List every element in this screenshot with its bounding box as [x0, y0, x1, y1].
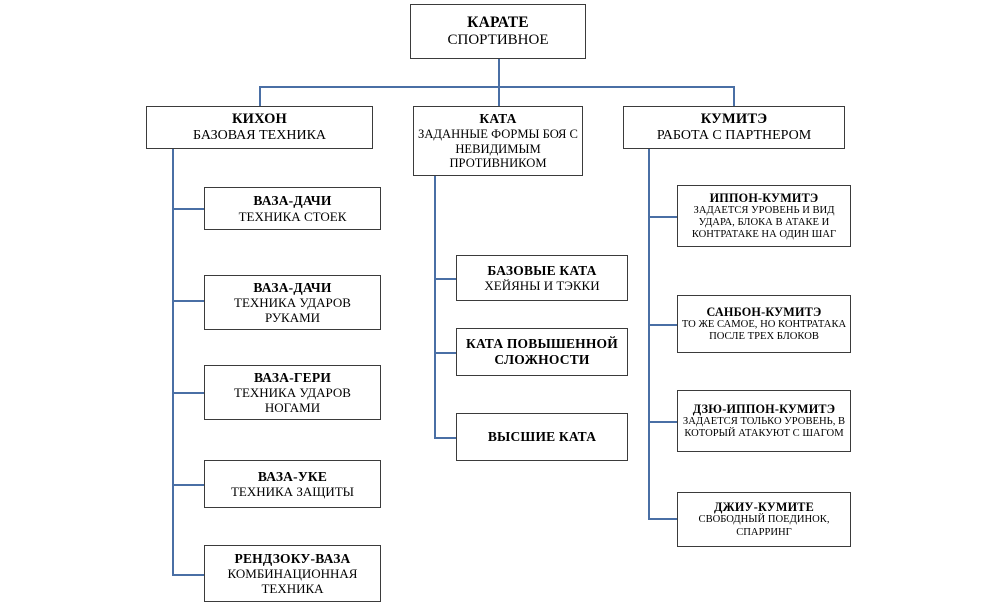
connector-root-to-kumite: [733, 86, 735, 106]
node-title: КАРАТЕ: [467, 13, 529, 31]
connector-kata-spine: [434, 176, 436, 438]
node-title: КАТА: [479, 111, 517, 127]
node-kumite-child-ippon[interactable]: ИППОН-КУМИТЭ ЗАДАЕТСЯ УРОВЕНЬ И ВИД УДАР…: [677, 185, 851, 247]
connector-kihon-child-1: [172, 208, 204, 210]
node-subtitle: РАБОТА С ПАРТНЕРОМ: [656, 127, 812, 143]
node-title: ДЗЮ-ИППОН-КУМИТЭ: [692, 401, 836, 416]
node-kihon[interactable]: КИХОН БАЗОВАЯ ТЕХНИКА: [146, 106, 373, 149]
node-kumite[interactable]: КУМИТЭ РАБОТА С ПАРТНЕРОМ: [623, 106, 845, 149]
node-subtitle: СПОРТИВНОЕ: [447, 31, 549, 48]
node-title: ВАЗА-УКЕ: [257, 468, 328, 484]
node-subtitle: ХЕЙЯНЫ И ТЭККИ: [484, 278, 600, 294]
connector-kihon-spine: [172, 148, 174, 575]
node-title: КУМИТЭ: [700, 110, 768, 127]
node-subtitle: БАЗОВАЯ ТЕХНИКА: [192, 127, 327, 143]
node-title: КИХОН: [231, 110, 288, 127]
node-subtitle: ТЕХНИКА СТОЕК: [238, 208, 347, 224]
connector-kihon-child-5: [172, 574, 204, 576]
node-subtitle: ЗАДАЕТСЯ УРОВЕНЬ И ВИД УДАРА, БЛОКА В АТ…: [691, 204, 837, 241]
connector-kata-child-2: [434, 352, 456, 354]
node-kata-child-advanced[interactable]: КАТА ПОВЫШЕННОЙ СЛОЖНОСТИ: [456, 328, 628, 376]
node-subtitle: ТЕХНИКА УДАРОВ НОГАМИ: [234, 385, 351, 416]
connector-kumite-child-2: [648, 324, 677, 326]
node-subtitle: ТЕХНИКА ЗАЩИТЫ: [230, 484, 355, 500]
node-title: ВЫСШИЕ КАТА: [487, 429, 597, 445]
node-title: РЕНДЗОКУ-ВАЗА: [234, 550, 351, 566]
node-title: КАТА ПОВЫШЕННОЙ СЛОЖНОСТИ: [466, 336, 618, 367]
node-kumite-child-jiyu[interactable]: ДЖИУ-КУМИТЕ СВОБОДНЫЙ ПОЕДИНОК, СПАРРИНГ: [677, 492, 851, 547]
connector-kihon-child-3: [172, 392, 204, 394]
node-kumite-child-jiyu-ippon[interactable]: ДЗЮ-ИППОН-КУМИТЭ ЗАДАЕТСЯ ТОЛЬКО УРОВЕНЬ…: [677, 390, 851, 452]
node-kihon-child-rendzoku-waza[interactable]: РЕНДЗОКУ-ВАЗА КОМБИНАЦИОННАЯ ТЕХНИКА: [204, 545, 381, 602]
node-kihon-child-waza-uke[interactable]: ВАЗА-УКЕ ТЕХНИКА ЗАЩИТЫ: [204, 460, 381, 508]
node-kumite-child-sanbon[interactable]: САНБОН-КУМИТЭ ТО ЖЕ САМОЕ, НО КОНТРАТАКА…: [677, 295, 851, 353]
connector-root-to-kata: [498, 86, 500, 106]
node-subtitle: ЗАДАННЫЕ ФОРМЫ БОЯ С НЕВИДИМЫМ ПРОТИВНИК…: [418, 126, 578, 171]
connector-kihon-child-2: [172, 300, 204, 302]
connector-kata-child-1: [434, 278, 456, 280]
node-kata[interactable]: КАТА ЗАДАННЫЕ ФОРМЫ БОЯ С НЕВИДИМЫМ ПРОТ…: [413, 106, 583, 176]
node-subtitle: ТЕХНИКА УДАРОВ РУКАМИ: [234, 295, 351, 326]
node-subtitle: КОМБИНАЦИОННАЯ ТЕХНИКА: [227, 566, 358, 597]
node-title: ВАЗА-ДАЧИ: [253, 279, 332, 295]
node-kata-child-highest[interactable]: ВЫСШИЕ КАТА: [456, 413, 628, 461]
node-subtitle: ТО ЖЕ САМОЕ, НО КОНТРАТАКА ПОСЛЕ ТРЕХ БЛ…: [681, 318, 847, 343]
connector-kumite-child-4: [648, 518, 677, 520]
node-root-karate[interactable]: КАРАТЕ СПОРТИВНОЕ: [410, 4, 586, 59]
connector-kumite-child-3: [648, 421, 677, 423]
connector-kihon-child-4: [172, 484, 204, 486]
node-subtitle: СВОБОДНЫЙ ПОЕДИНОК, СПАРРИНГ: [698, 514, 830, 538]
node-kihon-child-waza-dachi-tsuki[interactable]: ВАЗА-ДАЧИ ТЕХНИКА УДАРОВ РУКАМИ: [204, 275, 381, 330]
connector-root-to-kihon: [259, 86, 261, 106]
connector-kumite-spine: [648, 148, 650, 519]
connector-kata-child-3: [434, 437, 456, 439]
node-title: БАЗОВЫЕ КАТА: [487, 262, 597, 278]
node-title: ИППОН-КУМИТЭ: [709, 190, 819, 205]
node-kata-child-basic[interactable]: БАЗОВЫЕ КАТА ХЕЙЯНЫ И ТЭККИ: [456, 255, 628, 301]
node-title: САНБОН-КУМИТЭ: [706, 304, 822, 319]
node-title: ВАЗА-ГЕРИ: [253, 369, 332, 385]
node-title: ВАЗА-ДАЧИ: [253, 193, 332, 209]
node-kihon-child-waza-dachi[interactable]: ВАЗА-ДАЧИ ТЕХНИКА СТОЕК: [204, 187, 381, 230]
node-title: ДЖИУ-КУМИТЕ: [714, 500, 814, 515]
node-subtitle: ЗАДАЕТСЯ ТОЛЬКО УРОВЕНЬ, В КОТОРЫЙ АТАКУ…: [682, 415, 846, 440]
connector-root-stem: [498, 58, 500, 87]
node-kihon-child-waza-geri[interactable]: ВАЗА-ГЕРИ ТЕХНИКА УДАРОВ НОГАМИ: [204, 365, 381, 420]
connector-root-bus: [259, 86, 734, 88]
connector-kumite-child-1: [648, 216, 677, 218]
